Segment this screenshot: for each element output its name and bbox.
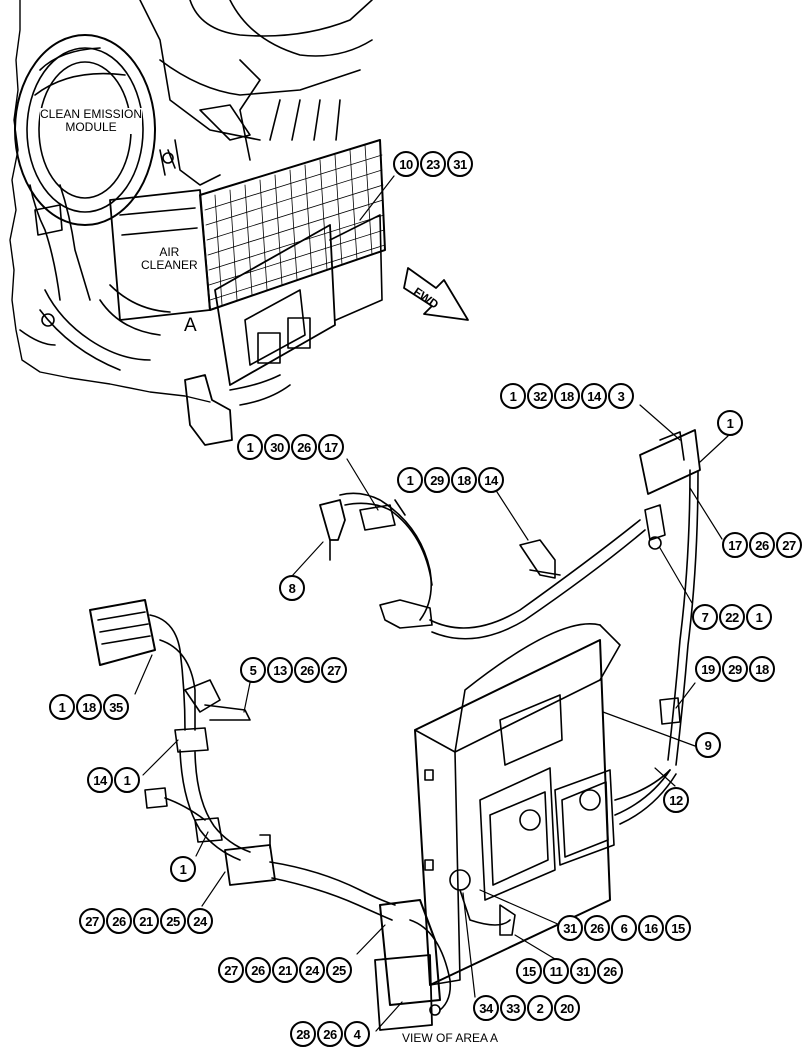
callout-bubble: 23 bbox=[420, 151, 446, 177]
callout-bubble: 3 bbox=[608, 383, 634, 409]
callout-bubble: 14 bbox=[581, 383, 607, 409]
callout-bubble: 26 bbox=[317, 1021, 343, 1047]
air-cleaner-line-1: AIR bbox=[159, 245, 180, 259]
callout-bubble: 14 bbox=[478, 467, 504, 493]
callout-bubble: 16 bbox=[638, 915, 664, 941]
callout-bubble: 26 bbox=[245, 957, 271, 983]
callout-bubble: 17 bbox=[318, 434, 344, 460]
callout-bubble: 27 bbox=[218, 957, 244, 983]
callout-bubble: 28 bbox=[290, 1021, 316, 1047]
callout-bubble: 24 bbox=[187, 908, 213, 934]
callout-bubble: 1 bbox=[49, 694, 75, 720]
callout-bubble: 8 bbox=[279, 575, 305, 601]
callout-bubble: 18 bbox=[749, 656, 775, 682]
callout-bubble: 26 bbox=[749, 532, 775, 558]
callout-bubble: 10 bbox=[393, 151, 419, 177]
callout-bubble: 26 bbox=[106, 908, 132, 934]
callout-bubble: 1 bbox=[114, 767, 140, 793]
view-caption: VIEW OF AREA A bbox=[402, 1031, 499, 1045]
callout-bubble: 29 bbox=[722, 656, 748, 682]
callout-bubble: 27 bbox=[79, 908, 105, 934]
clean-emission-line-1: CLEAN EMISSION bbox=[40, 107, 143, 121]
callout-bubble: 18 bbox=[76, 694, 102, 720]
callout-bubble: 21 bbox=[133, 908, 159, 934]
callout-bubble: 24 bbox=[299, 957, 325, 983]
callout-1-lower-left: 1 bbox=[170, 856, 197, 882]
engine-compartment-drawing bbox=[9, 0, 386, 446]
callout-bubble: 18 bbox=[554, 383, 580, 409]
clean-emission-line-2: MODULE bbox=[65, 120, 117, 134]
callout-bubble: 26 bbox=[294, 657, 320, 683]
callout-bubble: 1 bbox=[500, 383, 526, 409]
callout-bubble: 25 bbox=[326, 957, 352, 983]
callout-bubble: 12 bbox=[663, 787, 689, 813]
callout-8: 8 bbox=[279, 575, 306, 601]
callout-bubble: 30 bbox=[264, 434, 290, 460]
callout-bubble: 33 bbox=[500, 995, 526, 1021]
callout-bubble: 25 bbox=[160, 908, 186, 934]
callout-bubble: 15 bbox=[516, 958, 542, 984]
callout-bubble: 20 bbox=[554, 995, 580, 1021]
callout-bubble: 2 bbox=[527, 995, 553, 1021]
callout-bubble: 11 bbox=[543, 958, 569, 984]
callout-bubble: 17 bbox=[722, 532, 748, 558]
callout-bubble: 31 bbox=[557, 915, 583, 941]
callout-bubble: 6 bbox=[611, 915, 637, 941]
callout-bubble: 27 bbox=[321, 657, 347, 683]
callout-bubble: 22 bbox=[719, 604, 745, 630]
callout-bubble: 15 bbox=[665, 915, 691, 941]
callout-bubble: 18 bbox=[451, 467, 477, 493]
callout-bubble: 21 bbox=[272, 957, 298, 983]
callout-bubble: 4 bbox=[344, 1021, 370, 1047]
callout-bubble: 7 bbox=[692, 604, 718, 630]
callout-bubble: 1 bbox=[746, 604, 772, 630]
callout-bubble: 13 bbox=[267, 657, 293, 683]
callout-bubble: 32 bbox=[527, 383, 553, 409]
area-a-marker: A bbox=[184, 315, 197, 336]
clean-emission-module-label: CLEAN EMISSION MODULE bbox=[40, 107, 143, 134]
callout-bubble: 14 bbox=[87, 767, 113, 793]
callout-bubble: 31 bbox=[447, 151, 473, 177]
callout-bubble: 29 bbox=[424, 467, 450, 493]
callout-12: 12 bbox=[663, 787, 690, 813]
callout-bubble: 34 bbox=[473, 995, 499, 1021]
callout-bubble: 9 bbox=[695, 732, 721, 758]
harness-drawing bbox=[89, 429, 701, 1031]
callout-bubble: 1 bbox=[237, 434, 263, 460]
callout-bubble: 1 bbox=[170, 856, 196, 882]
callout-bubble: 5 bbox=[240, 657, 266, 683]
callout-bubble: 19 bbox=[695, 656, 721, 682]
callout-1-top-right: 1 bbox=[717, 410, 744, 436]
callout-bubble: 26 bbox=[291, 434, 317, 460]
callout-bubble: 26 bbox=[597, 958, 623, 984]
callout-bubble: 26 bbox=[584, 915, 610, 941]
callout-bubble: 1 bbox=[397, 467, 423, 493]
air-cleaner-label: AIR CLEANER bbox=[141, 246, 198, 272]
callout-bubble: 35 bbox=[103, 694, 129, 720]
forward-arrow-icon bbox=[403, 267, 469, 321]
callout-9: 9 bbox=[695, 732, 722, 758]
air-cleaner-line-2: CLEANER bbox=[141, 258, 198, 272]
callout-bubble: 27 bbox=[776, 532, 802, 558]
leader-lines bbox=[134, 175, 729, 1032]
callout-bubble: 1 bbox=[717, 410, 743, 436]
callout-bubble: 31 bbox=[570, 958, 596, 984]
